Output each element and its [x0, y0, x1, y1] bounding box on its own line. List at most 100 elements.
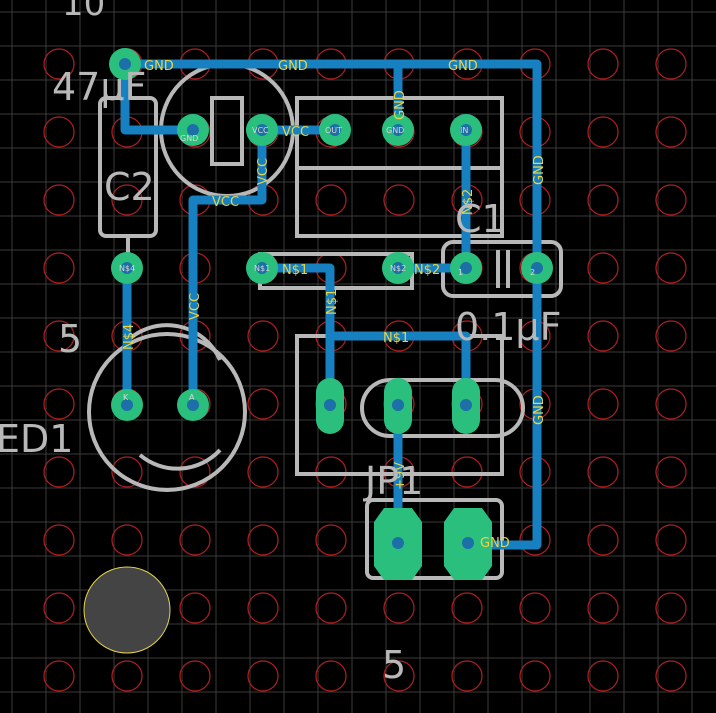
via-ring: [43, 116, 75, 148]
via-ring: [587, 388, 619, 420]
via-ring: [519, 592, 551, 624]
pad-label-c1-1: 1: [458, 268, 463, 277]
net-label-n1-1: N$1: [282, 263, 308, 278]
trace-gnd-c2: [120, 59, 198, 135]
via-ring: [43, 592, 75, 624]
pad-reg-gnd[interactable]: GND: [382, 114, 414, 146]
net-label-n4-vert: N$4: [122, 324, 137, 350]
pad-label-gnd-cap: GND: [180, 134, 198, 143]
via-ring: [451, 592, 483, 624]
via-ring: [655, 456, 687, 488]
jp1-outline: [365, 498, 504, 580]
pad-label-k: K: [123, 393, 129, 402]
net-label-n2-vert: N$2: [461, 189, 476, 215]
net-label-vcc-vert: VCC: [256, 158, 271, 185]
via-ring: [519, 660, 551, 692]
via-ring: [587, 660, 619, 692]
label-top-number: 10: [62, 0, 105, 24]
via-ring: [111, 184, 143, 216]
via-ring: [587, 592, 619, 624]
label-c1-name: C1: [455, 197, 506, 241]
label-c2-value: 47µF: [52, 65, 146, 109]
pad-label-c1-2: 2: [530, 268, 535, 277]
transistor-oval: [360, 378, 525, 438]
via-ring: [247, 456, 279, 488]
via-ring: [111, 456, 143, 488]
via-ring: [315, 184, 347, 216]
via-ring: [43, 252, 75, 284]
pad-label-out: OUT: [325, 126, 342, 135]
pad-tr-1[interactable]: [316, 378, 344, 434]
net-label-n2-1: N$2: [414, 263, 440, 278]
via-ring: [179, 524, 211, 556]
pad-r-n1[interactable]: N$1: [246, 252, 278, 284]
pad-cap-gnd[interactable]: GND: [177, 114, 209, 146]
via-ring: [111, 524, 143, 556]
pad-reg-out[interactable]: OUT: [319, 114, 351, 146]
net-label-9v: +9V: [393, 462, 408, 490]
via-ring: [587, 48, 619, 80]
pad-r-n2[interactable]: N$2: [382, 252, 414, 284]
pad-cap-vcc[interactable]: VCC: [246, 114, 278, 146]
via-ring: [655, 48, 687, 80]
via-ring: [247, 660, 279, 692]
via-ring: [43, 184, 75, 216]
net-label-gnd-vert: GND: [393, 90, 408, 120]
net-label-gnd-4: GND: [480, 536, 510, 551]
via-ring: [43, 388, 75, 420]
via-ring: [655, 592, 687, 624]
via-ring: [655, 660, 687, 692]
led-outline: [87, 332, 247, 492]
designators: 10 47µF C2 C1 0.1µF 5 ED1 JP1 5: [0, 0, 561, 687]
via-ring: [247, 320, 279, 352]
pad-led-a[interactable]: A: [177, 389, 209, 421]
pad-c2-gnd[interactable]: [109, 48, 141, 80]
pad-c1-1[interactable]: 1: [450, 252, 482, 284]
label-c2-name: C2: [104, 165, 155, 209]
net-label-gnd-1: GND: [144, 59, 174, 74]
pad-label-gnd-reg: GND: [386, 126, 404, 135]
via-ring: [179, 456, 211, 488]
via-ring: [315, 592, 347, 624]
via-ring: [111, 660, 143, 692]
pad-c2-n4[interactable]: N$4: [111, 252, 143, 284]
pad-tr-3[interactable]: [452, 378, 480, 434]
via-ring: [43, 320, 75, 352]
via-ring: [315, 524, 347, 556]
net-label-vcc-2: VCC: [212, 195, 239, 210]
net-label-gnd-right-2: GND: [532, 395, 547, 425]
pads: N$4 GND VCC OUT GND IN N$1 N$2 1 2 K A: [109, 48, 553, 580]
via-ring: [43, 48, 75, 80]
net-labels: GND GND GND VCC VCC N$1 N$2 N$1 GND GND …: [122, 59, 547, 551]
pad-c1-2[interactable]: 2: [521, 252, 553, 284]
label-led-number: 5: [58, 317, 82, 361]
via-ring: [179, 592, 211, 624]
pad-reg-in[interactable]: IN: [450, 114, 482, 146]
pad-label-in: IN: [460, 126, 468, 135]
pad-led-k[interactable]: K: [111, 389, 143, 421]
pad-label-n4-c2: N$4: [119, 264, 135, 273]
net-label-n1-vert: N$1: [325, 289, 340, 315]
pad-jp1-1[interactable]: [374, 508, 422, 580]
fiducial-mark: [83, 566, 171, 654]
via-ring: [247, 388, 279, 420]
pad-label-a: A: [189, 393, 195, 402]
via-ring: [655, 320, 687, 352]
regulator-cap-polarity: [210, 96, 244, 166]
via-ring: [587, 252, 619, 284]
via-ring: [587, 184, 619, 216]
via-ring: [587, 116, 619, 148]
via-ring: [655, 116, 687, 148]
via-ring: [179, 660, 211, 692]
via-ring: [383, 660, 415, 692]
label-jp1-name: JP1: [363, 459, 423, 503]
pad-tr-2[interactable]: [384, 378, 412, 434]
via-ring: [587, 320, 619, 352]
via-ring: [43, 660, 75, 692]
pad-jp1-2[interactable]: [444, 508, 492, 580]
trace-vcc-led: [188, 125, 267, 410]
via-ring: [655, 388, 687, 420]
via-ring: [655, 252, 687, 284]
led-arc-2: [138, 448, 222, 471]
via-ring: [247, 524, 279, 556]
